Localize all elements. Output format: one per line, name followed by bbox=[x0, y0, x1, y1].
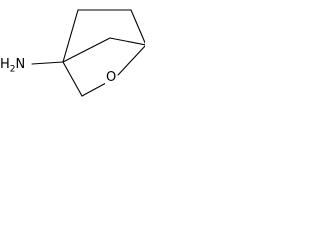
bond-c5-c4 bbox=[109, 37, 145, 46]
bond-o-c4 bbox=[117, 45, 145, 76]
bond-c6-o bbox=[81, 82, 107, 97]
molecule-structure bbox=[31, 9, 145, 97]
amine-hydrogen: H bbox=[0, 57, 10, 72]
bond-c1-c6 bbox=[62, 61, 83, 97]
bond-c3-c4 bbox=[130, 9, 145, 45]
bond-c1-n bbox=[31, 61, 64, 65]
bond-c1-c2 bbox=[62, 9, 79, 63]
amine-subscript: 2 bbox=[9, 64, 16, 75]
bond-c1-c5 bbox=[62, 37, 111, 63]
oxygen-atom-label: O bbox=[105, 70, 118, 85]
amine-group-label: H2N bbox=[0, 57, 27, 77]
amine-nitrogen: N bbox=[15, 57, 26, 72]
